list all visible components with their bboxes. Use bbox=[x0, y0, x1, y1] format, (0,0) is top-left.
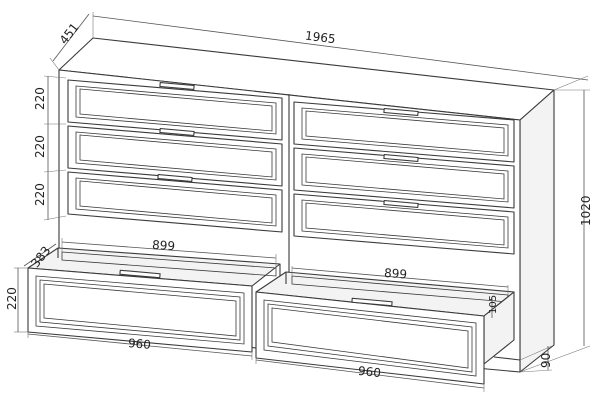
dim-drawer-height-1-label: 220 bbox=[33, 87, 47, 110]
right-drawer-2 bbox=[293, 147, 515, 209]
left-open-drawer-handle bbox=[119, 269, 161, 279]
dim-drawer-height-4-label: 220 bbox=[5, 287, 19, 310]
dim-inner-width-left: 899 bbox=[61, 238, 277, 268]
left-drawer-1-handle bbox=[159, 81, 195, 91]
dim-height: 1020 bbox=[519, 89, 593, 373]
dim-box-height-label: 105 bbox=[488, 295, 499, 314]
dim-depth-label: 451 bbox=[57, 20, 82, 47]
plinth-line bbox=[493, 356, 521, 361]
left-drawer-3-handle bbox=[157, 173, 193, 183]
dim-inner-width-left-label: 899 bbox=[152, 238, 176, 254]
dim-inner-width-right-label: 899 bbox=[384, 266, 408, 282]
right-side-panel bbox=[519, 89, 555, 373]
dim-plinth-label: 90 bbox=[539, 353, 553, 368]
left-drawer-3 bbox=[67, 171, 283, 233]
right-open-drawer bbox=[255, 271, 515, 385]
left-drawer-1 bbox=[67, 79, 283, 141]
dim-front-width-left-label: 960 bbox=[127, 336, 151, 352]
dim-height-label: 1020 bbox=[579, 195, 593, 226]
right-drawer-1 bbox=[293, 101, 515, 163]
left-drawer-2-handle bbox=[159, 127, 195, 137]
dim-plinth: 90 bbox=[519, 345, 553, 373]
right-drawer-1-handle bbox=[383, 107, 419, 117]
dim-front-width-right: 960 bbox=[255, 358, 485, 392]
dim-open-drawer-height: 220 bbox=[5, 267, 28, 333]
right-drawer-3 bbox=[293, 193, 515, 255]
dim-total-width-label: 1965 bbox=[304, 29, 336, 47]
right-drawer-2-handle bbox=[383, 153, 419, 163]
left-drawer-2 bbox=[67, 125, 283, 187]
dim-front-width-right-label: 960 bbox=[357, 364, 381, 380]
dim-front-width-left: 960 bbox=[27, 332, 253, 360]
dim-inner-width-right: 899 bbox=[291, 266, 509, 295]
left-open-drawer bbox=[27, 247, 281, 353]
right-drawer-3-handle bbox=[383, 199, 419, 209]
dim-total-width: 1965 bbox=[92, 12, 589, 91]
right-open-drawer-handle bbox=[351, 297, 393, 307]
dim-drawer-height-3-label: 220 bbox=[33, 183, 47, 206]
dim-drawer-height-2-label: 220 bbox=[33, 135, 47, 158]
dim-drawer-heights: 220 220 220 bbox=[33, 75, 67, 221]
dim-box-height: 105 bbox=[488, 295, 499, 318]
